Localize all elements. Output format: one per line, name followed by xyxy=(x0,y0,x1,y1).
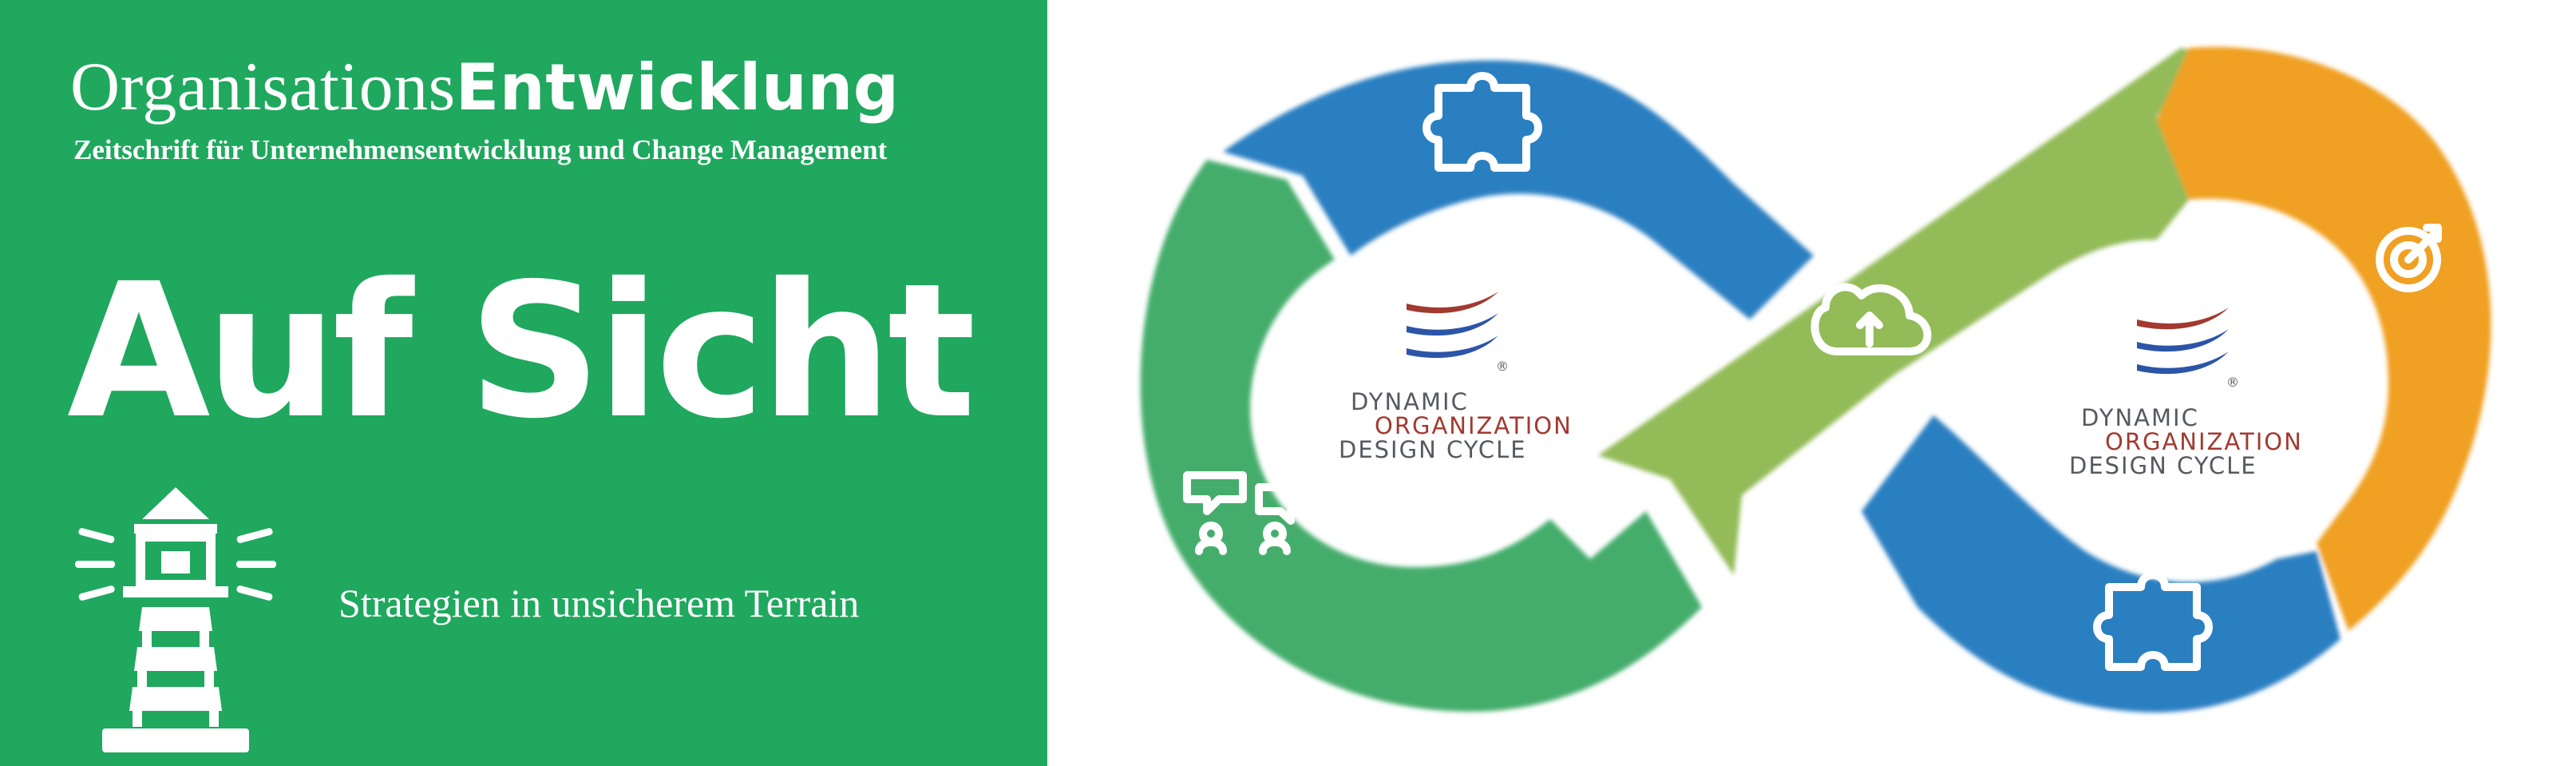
infinity-loop-diagram xyxy=(1140,46,2491,712)
waves-logo-icon: ® xyxy=(2137,308,2239,390)
logo-dynamic-organization-design-cycle: ® DYNAMIC ORGANIZATION DESIGN CYCLE xyxy=(1319,288,1574,479)
puzzle-icon xyxy=(1423,72,1542,172)
segment-top-left-blue xyxy=(1223,60,1814,320)
magazine-title: OrganisationsEntwicklung xyxy=(70,46,900,128)
logo-line-dynamic: DYNAMIC xyxy=(1351,388,1469,415)
segment-bottom-right-blue xyxy=(1862,415,2341,712)
target-icon xyxy=(2376,224,2442,292)
registered-mark: ® xyxy=(1496,359,1509,374)
logo-line-design-cycle: DESIGN CYCLE xyxy=(1339,436,1527,463)
issue-tagline: Strategien in unsicherem Terrain xyxy=(338,581,860,625)
puzzle-icon xyxy=(2093,571,2213,671)
cloud-upload-icon xyxy=(1810,283,1932,355)
logo-line-organization: ORGANIZATION xyxy=(2105,428,2303,455)
logo-line-design-cycle: DESIGN CYCLE xyxy=(2069,452,2257,479)
segment-right-orange xyxy=(2157,46,2491,632)
chat-people-icon xyxy=(1183,471,1307,555)
design-cycle-graphic: ® DYNAMIC ORGANIZATION DESIGN CYCLE ® DY… xyxy=(1047,0,2576,766)
issue-headline: Auf Sicht xyxy=(67,244,976,459)
lighthouse-icon xyxy=(75,487,276,752)
magazine-subtitle: Zeitschrift für Unternehmensentwicklung … xyxy=(73,134,888,165)
magazine-title-regular: Organisations xyxy=(70,48,456,125)
registered-mark: ® xyxy=(2226,375,2239,390)
magazine-title-bold: Entwicklung xyxy=(455,50,900,125)
segment-left-green xyxy=(1140,160,1702,712)
waves-logo-icon: ® xyxy=(1407,292,1509,374)
logo-line-dynamic: DYNAMIC xyxy=(2081,404,2199,431)
logo-line-organization: ORGANIZATION xyxy=(1375,412,1573,439)
logo-dynamic-organization-design-cycle: ® DYNAMIC ORGANIZATION DESIGN CYCLE xyxy=(2049,304,2305,495)
magazine-cover-panel: OrganisationsEntwicklung Zeitschrift für… xyxy=(0,0,1047,766)
